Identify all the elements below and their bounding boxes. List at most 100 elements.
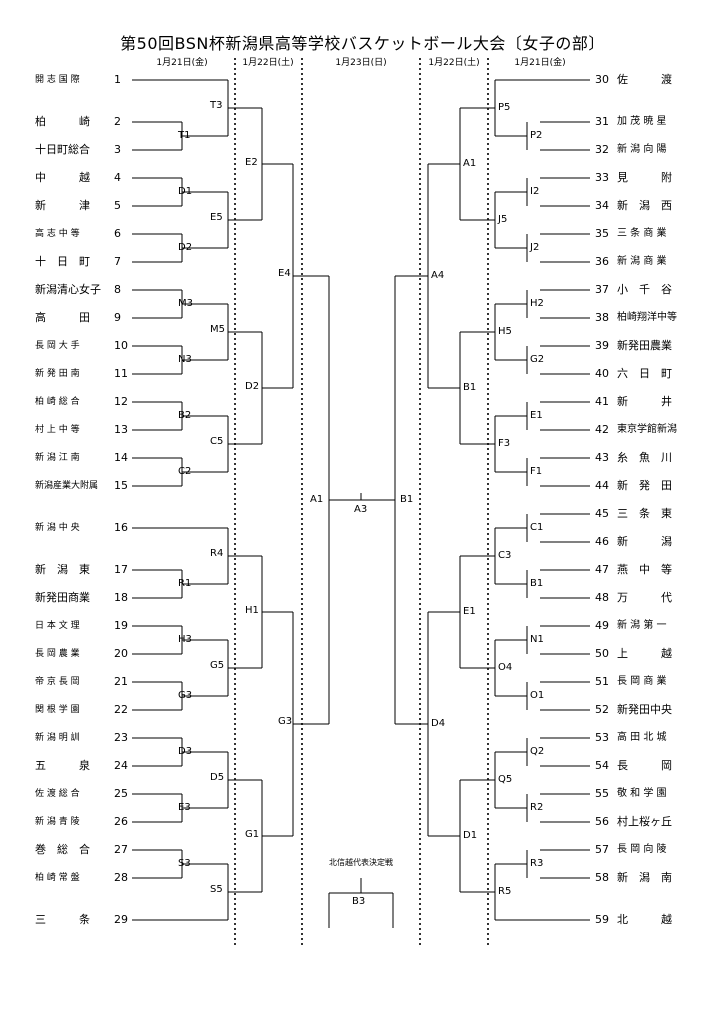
left-team-number: 12 — [114, 395, 128, 408]
match-code: B1 — [530, 578, 544, 589]
right-team-name: 敬 和 学 園 — [617, 788, 667, 799]
match-code: A1 — [310, 494, 324, 505]
right-team-name: 長 岡 向 陵 — [617, 844, 667, 855]
right-team-number: 36 — [595, 255, 609, 268]
match-code: S3 — [178, 858, 191, 869]
left-team-name: 新発田商業 — [35, 591, 90, 604]
left-team-number: 26 — [114, 815, 128, 828]
match-code: I2 — [530, 186, 540, 197]
left-team-name: 柏 崎 総 合 — [35, 397, 80, 407]
match-code: E2 — [245, 157, 258, 168]
match-code: R2 — [530, 802, 544, 813]
match-code: Q2 — [530, 746, 545, 757]
right-team-name: 新 潟 向 陽 — [617, 144, 667, 155]
right-team-name: 新 井 — [617, 395, 672, 408]
match-code: G5 — [210, 660, 225, 671]
right-team-number: 41 — [595, 395, 609, 408]
left-team-name: 十日町総合 — [35, 143, 90, 156]
right-team-name: 柏崎翔洋中等 — [617, 312, 677, 323]
right-team-name: 六 日 町 — [617, 367, 672, 380]
match-code: O1 — [530, 690, 545, 701]
match-code: J5 — [498, 214, 508, 225]
right-team-name: 三 条 東 — [617, 507, 672, 520]
match-code: R4 — [210, 548, 224, 559]
match-code: C1 — [530, 522, 544, 533]
right-team-name: 長 岡 — [617, 759, 672, 772]
left-team-name: 関 根 学 園 — [35, 705, 80, 715]
match-code: G3 — [278, 716, 293, 727]
right-team-name: 新 潟 第 一 — [617, 620, 667, 631]
match-code: E4 — [278, 268, 291, 279]
left-team-number: 10 — [114, 339, 128, 352]
match-code: R3 — [530, 858, 544, 869]
match-code: E1 — [530, 410, 543, 421]
match-code-b3: B3 — [352, 896, 366, 907]
left-team-number: 11 — [114, 367, 128, 380]
left-team-number: 14 — [114, 451, 128, 464]
right-team-number: 54 — [595, 759, 609, 772]
date-left-round2: 1月22日(土) — [242, 58, 294, 68]
match-code-final: A3 — [354, 504, 368, 515]
match-code: H5 — [498, 326, 512, 337]
match-code: Q5 — [498, 774, 513, 785]
match-code: R5 — [498, 886, 512, 897]
match-code: J2 — [530, 242, 540, 253]
right-team-number: 30 — [595, 73, 609, 86]
b3-caption: 北信越代表決定戦 — [329, 858, 393, 867]
match-code: D4 — [431, 718, 446, 729]
match-code: N3 — [178, 354, 192, 365]
right-team-number: 43 — [595, 451, 609, 464]
left-team-number: 7 — [114, 255, 121, 268]
right-team-name: 東京学館新潟 — [617, 424, 677, 435]
left-team-name: 十 日 町 — [35, 255, 90, 268]
left-team-number: 3 — [114, 143, 121, 156]
left-team-name: 村 上 中 等 — [35, 425, 80, 435]
match-code: E3 — [178, 802, 191, 813]
match-code: D1 — [178, 186, 193, 197]
match-code: B1 — [400, 494, 414, 505]
left-team-number: 13 — [114, 423, 128, 436]
match-code: D3 — [178, 746, 193, 757]
date-right-round2: 1月22日(土) — [428, 58, 480, 68]
right-team-name: 糸 魚 川 — [617, 451, 672, 464]
left-team-number: 17 — [114, 563, 128, 576]
left-team-name: 柏 崎 常 盤 — [35, 873, 80, 883]
match-code: P5 — [498, 102, 511, 113]
match-code: M3 — [178, 298, 193, 309]
right-team-name: 新 潟 商 業 — [617, 256, 667, 267]
date-right-round1: 1月21日(金) — [514, 58, 566, 68]
left-team-name: 三 条 — [35, 913, 90, 926]
left-team-name: 新 津 — [35, 199, 90, 212]
left-team-number: 2 — [114, 115, 121, 128]
match-code: N1 — [530, 634, 544, 645]
left-team-name: 長 岡 大 手 — [35, 341, 80, 351]
left-team-name: 長 岡 農 業 — [35, 649, 80, 659]
right-team-number: 46 — [595, 535, 609, 548]
match-code: B1 — [463, 382, 477, 393]
left-team-number: 27 — [114, 843, 128, 856]
right-team-number: 35 — [595, 227, 609, 240]
left-team-name: 新 潟 東 — [35, 563, 90, 576]
right-team-number: 47 — [595, 563, 609, 576]
match-code: D2 — [178, 242, 193, 253]
right-team-name: 長 岡 商 業 — [617, 676, 667, 687]
right-team-name: 北 越 — [617, 913, 672, 926]
match-code: E5 — [210, 212, 223, 223]
left-team-name: 五 泉 — [35, 759, 90, 772]
match-code: B2 — [178, 410, 192, 421]
left-team-number: 19 — [114, 619, 128, 632]
right-team-number: 50 — [595, 647, 609, 660]
right-team-name: 上 越 — [617, 647, 672, 660]
right-team-number: 42 — [595, 423, 609, 436]
left-team-number: 21 — [114, 675, 128, 688]
left-team-number: 23 — [114, 731, 128, 744]
left-team-number: 25 — [114, 787, 128, 800]
left-team-name: 巻 総 合 — [35, 843, 90, 856]
right-team-name: 新 潟 — [617, 535, 672, 548]
left-team-name: 新 潟 青 陵 — [35, 817, 80, 827]
left-team-name: 新潟産業大附属 — [35, 481, 99, 491]
match-code: C3 — [498, 550, 512, 561]
right-team-name: 新 潟 西 — [617, 199, 672, 212]
right-team-number: 53 — [595, 731, 609, 744]
